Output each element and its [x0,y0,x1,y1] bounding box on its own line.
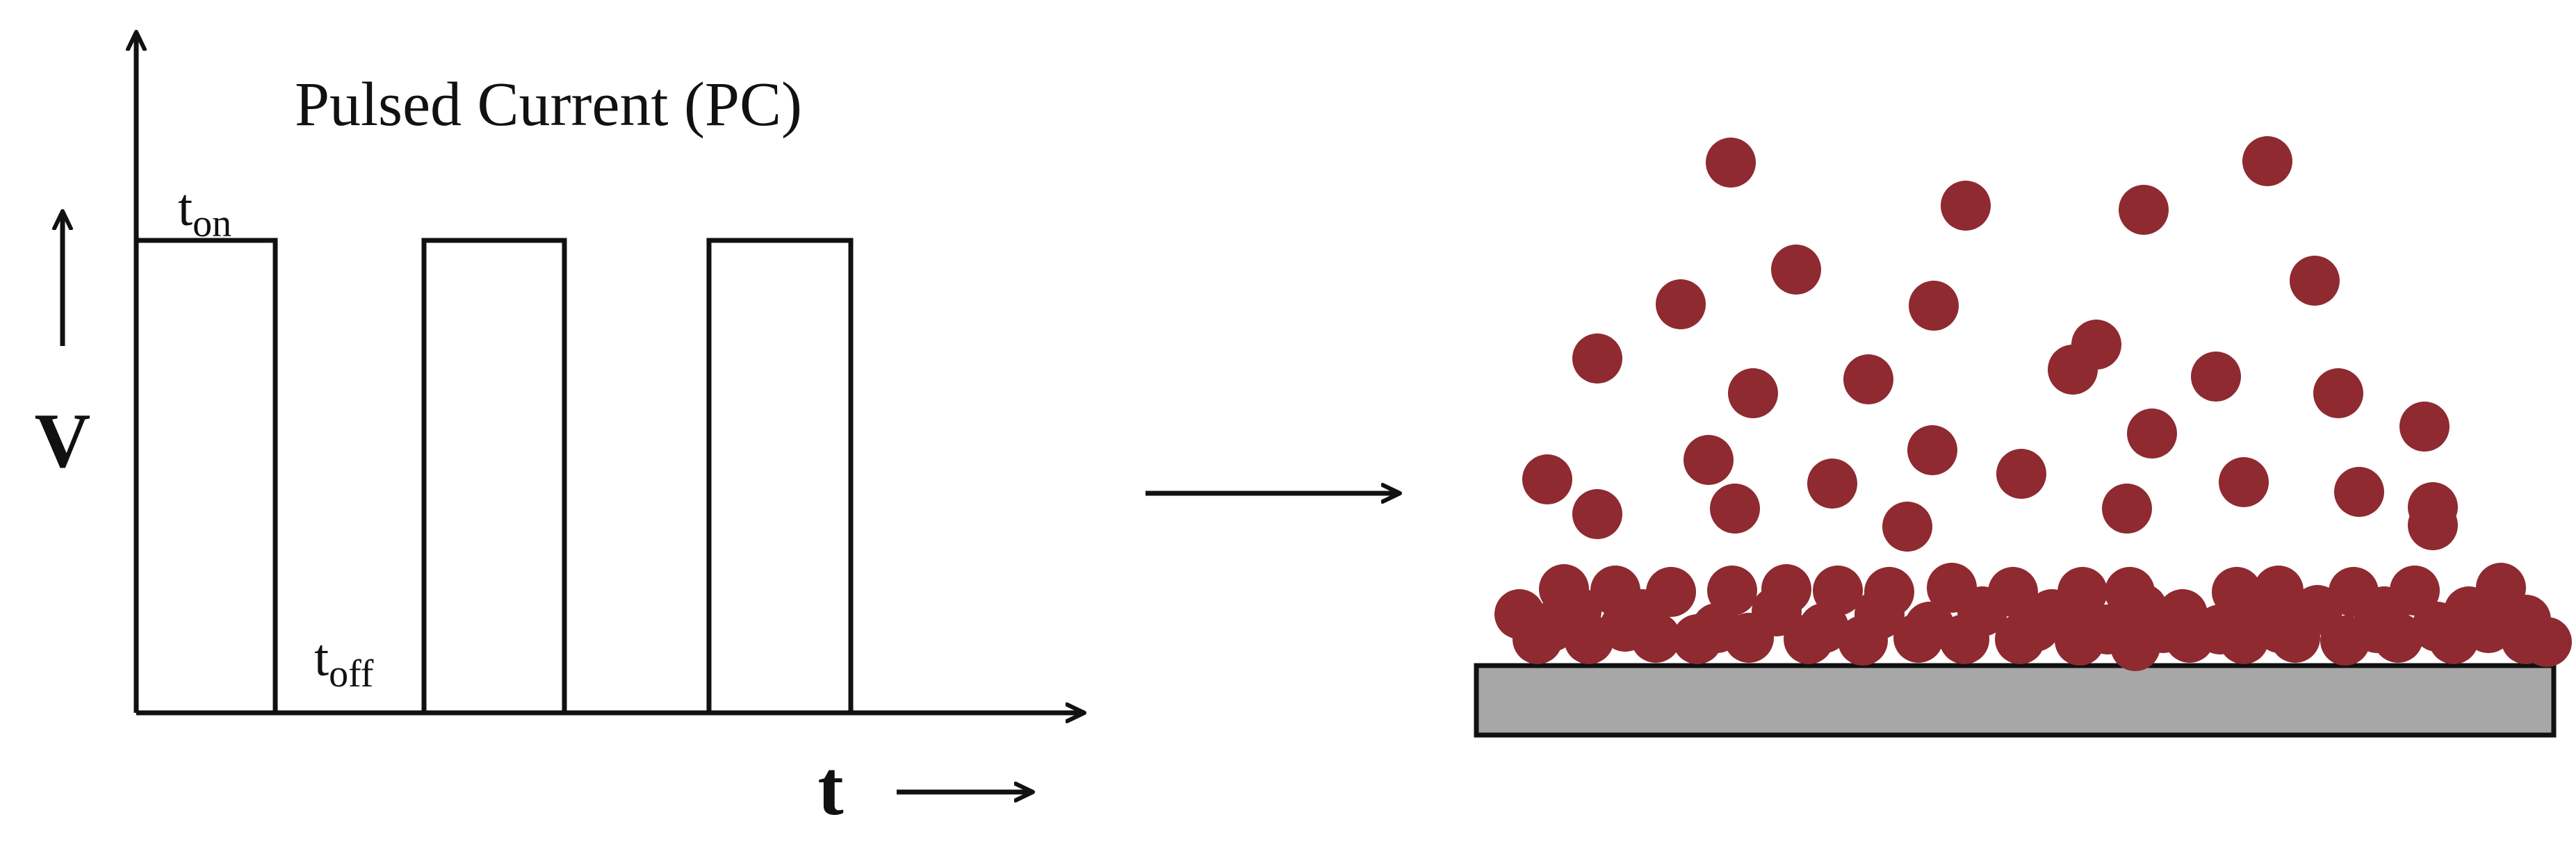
deposition-illustration [1474,136,2572,738]
particle [1600,602,1650,652]
particle [2010,602,2060,652]
particle [2399,402,2449,452]
pulse-waveform [136,238,854,716]
substrate [1474,663,2557,738]
particle [2191,352,2241,402]
particle [1522,454,1572,504]
particle [2408,500,2458,550]
particle [1656,279,1706,329]
particle [1771,245,1821,295]
particle [1996,449,2046,499]
particle [1710,484,1760,534]
particle [1905,602,1955,652]
particle [2242,136,2292,186]
particle [1838,616,1888,666]
waveform-graph: Pulsed Current (PC) V t ton toff [35,32,1084,832]
time-axis-label: t [817,745,843,832]
particle [2501,595,2551,645]
particle [2255,603,2305,653]
particle [1692,603,1742,653]
particle [1909,281,1959,331]
particle [1728,368,1778,418]
particle [2463,603,2513,653]
particle [2127,409,2177,459]
particle [2313,368,2363,418]
particle [2219,457,2269,507]
particle [1882,502,1932,552]
particle [1526,602,1576,652]
particle [2048,345,2098,395]
particle [2138,603,2188,653]
particle [2352,603,2402,653]
particle [2082,604,2133,654]
particle [2195,604,2245,654]
particle [2334,467,2384,517]
particle [2290,256,2340,306]
particle [1807,459,1857,509]
particle [1706,138,1756,188]
chart-title: Pulsed Current (PC) [295,70,802,139]
particle [2412,602,2462,652]
particle [2102,484,2152,534]
particles [1494,136,2572,671]
t-off-label: toff [314,629,374,695]
t-on-label: ton [178,179,231,245]
particle [1813,566,1863,616]
voltage-axis-label: V [35,398,91,484]
particle [1843,354,1893,404]
particle [1572,333,1622,384]
particle [1799,603,1849,653]
particle [1907,425,1957,475]
particle [1941,181,1991,231]
particle [1707,566,1757,616]
particle [1572,489,1622,539]
particle [1684,435,1734,485]
particle [2119,185,2169,235]
